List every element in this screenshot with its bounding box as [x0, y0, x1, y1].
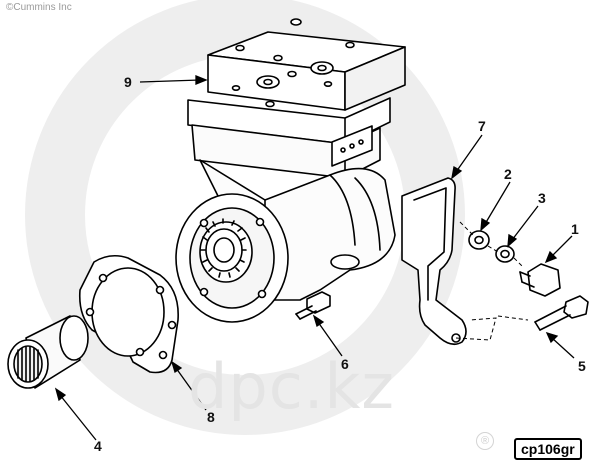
callout-5: 5 — [578, 358, 586, 374]
part-5-long-bolt — [534, 295, 589, 331]
callout-2: 2 — [504, 166, 512, 182]
part-4-bearing-sleeve — [7, 315, 89, 389]
callout-1: 1 — [571, 221, 579, 237]
callout-6: 6 — [341, 356, 349, 372]
copyright-text: ©Cummins Inc — [6, 2, 72, 13]
callout-7: 7 — [478, 118, 486, 134]
part-3-lock-washer — [495, 245, 515, 263]
part-1-bolt — [519, 263, 561, 297]
part-2-flat-washer — [468, 230, 490, 250]
callout-4: 4 — [94, 438, 102, 454]
callout-8: 8 — [207, 409, 215, 425]
diagram-code-label: cp106gr — [514, 438, 582, 460]
alignment-lines — [455, 221, 529, 341]
part-8-gasket — [78, 254, 179, 374]
front-flange — [175, 193, 289, 323]
callout-3: 3 — [538, 190, 546, 206]
callout-9: 9 — [124, 74, 132, 90]
part-9-valve-block — [187, 18, 406, 179]
registered-mark: ® — [476, 432, 494, 450]
part-6-stud — [295, 291, 331, 320]
leader-arrows — [54, 75, 575, 441]
watermark-text: dpc.kz — [188, 350, 395, 423]
